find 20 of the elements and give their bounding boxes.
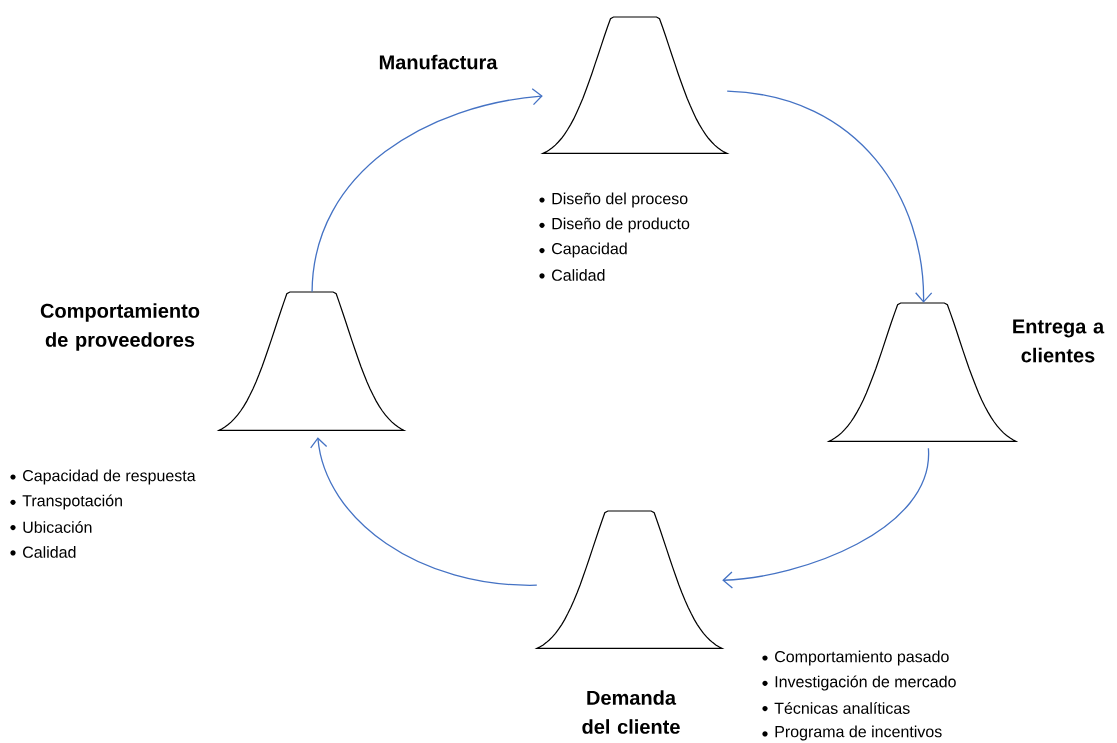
bullet-item: Programa de incentivos	[775, 725, 942, 741]
bullet-item: Ubicación	[23, 521, 92, 533]
heading: Comportamiento de proveedores	[40, 303, 200, 351]
bullet-item: Comportamiento pasado	[775, 650, 949, 666]
heading: Manufactura	[379, 54, 498, 70]
bullet-item: Investigación de mercado	[775, 675, 956, 691]
arrow	[722, 447, 930, 589]
bullet-item: Diseño de producto	[552, 217, 690, 233]
arrow	[726, 90, 933, 303]
heading: Entrega a clientes	[1013, 319, 1105, 363]
bullet-item: Diseño del proceso	[552, 192, 688, 208]
bullet-item: Capacidad	[552, 242, 627, 258]
bullet-item: Capacidad de respuesta	[23, 469, 196, 485]
arrow	[311, 88, 543, 293]
bullet-item: Transpotación	[22, 494, 122, 510]
heading: Demanda del cliente	[582, 690, 680, 734]
arrow	[310, 437, 538, 586]
bullet-item: Calidad	[552, 269, 605, 281]
bullet-item: Calidad	[23, 546, 76, 558]
bullet-item: Técnicas analíticas	[774, 702, 910, 714]
